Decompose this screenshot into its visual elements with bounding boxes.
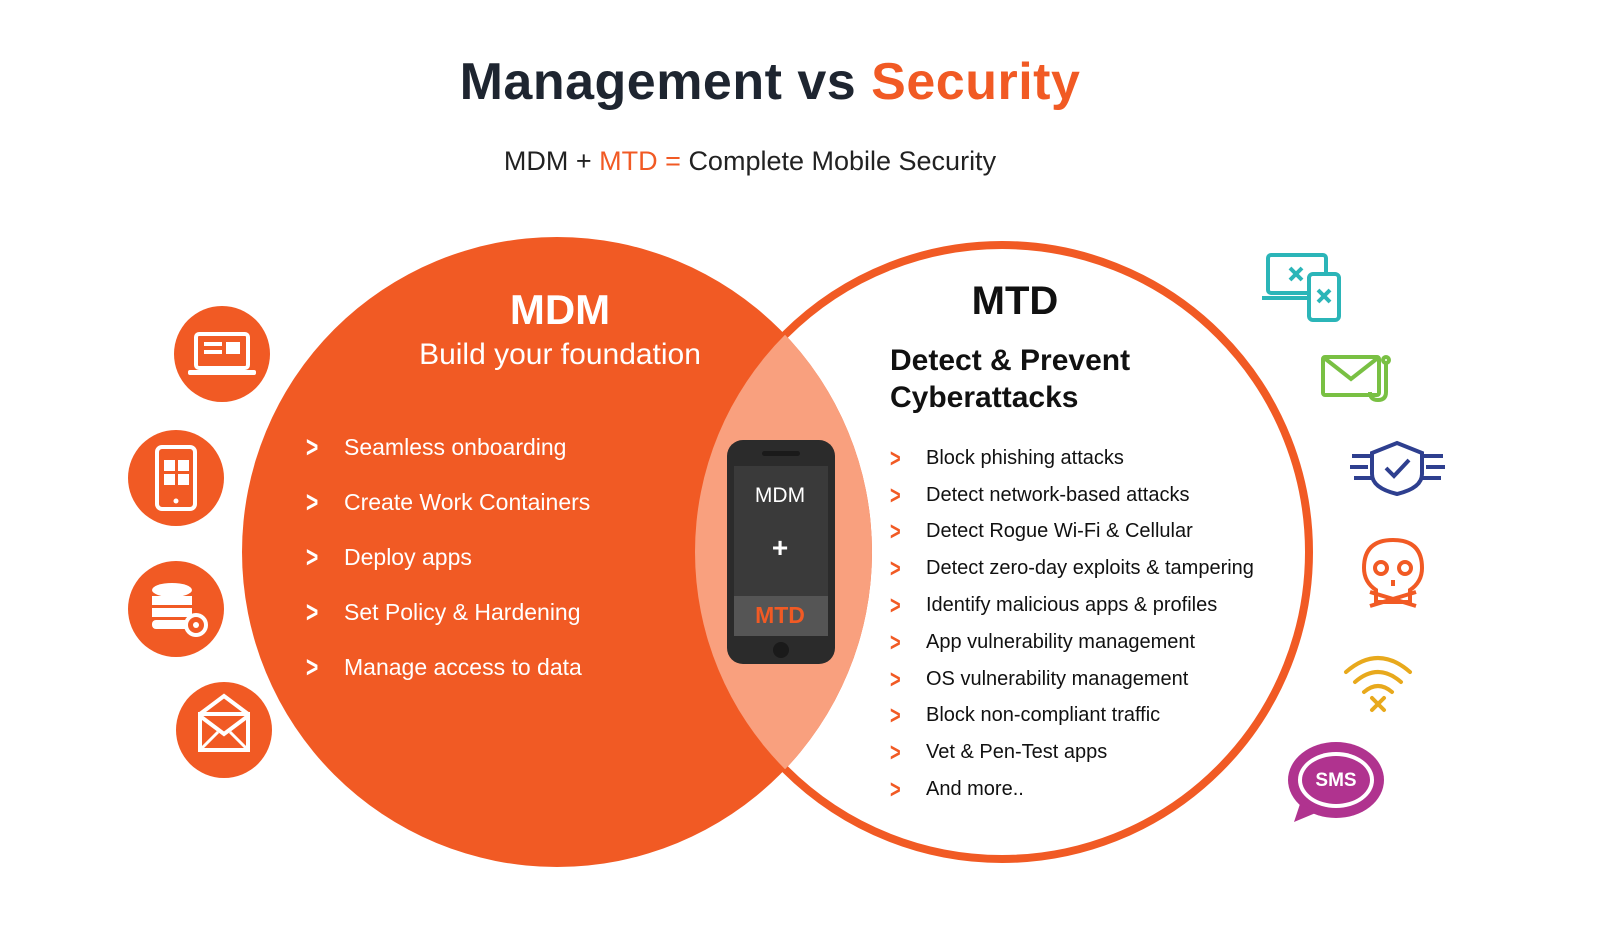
mtd-item-label: Detect Rogue Wi-Fi & Cellular [926,520,1193,543]
phone-label-mdm: MDM [754,484,806,507]
email-icon [176,682,272,778]
mdm-item-label: Manage access to data [344,654,582,680]
mtd-list-item: > And more.. [890,771,1254,808]
chevron-right-icon: > [890,590,901,621]
mdm-feature-list: > Seamless onboarding > Create Work Contai… [306,420,590,695]
subtitle-mdm: MDM + [503,146,600,176]
mtd-item-label: Vet & Pen-Test apps [926,741,1108,764]
mdm-item-label: Create Work Containers [344,489,591,515]
mtd-item-label: And more.. [926,778,1024,801]
sms-icon [1288,742,1384,822]
mtd-list-item: > Detect zero-day exploits & tampering [890,550,1254,587]
chevron-right-icon: > [890,663,901,694]
mdm-list-item: > Deploy apps [306,530,590,585]
chevron-right-icon: > [306,650,319,684]
mdm-circle [242,237,872,867]
mtd-subheading-line2: Cyberattacks [890,381,1079,414]
mtd-list-item: > OS vulnerability management [890,661,1254,698]
phishing-email-icon [1321,355,1391,403]
chevron-right-icon: > [306,540,319,574]
mdm-item-label: Seamless onboarding [344,434,567,460]
chevron-right-icon: > [890,774,901,805]
mdm-item-label: Deploy apps [344,544,472,570]
mtd-list-item: > Identify malicious apps & profiles [890,587,1254,624]
mdm-item-label: Set Policy & Hardening [344,599,581,625]
chevron-right-icon: > [890,553,901,584]
blocked-devices-icon [1262,253,1341,322]
chevron-right-icon: > [306,595,319,629]
chevron-right-icon: > [890,442,901,473]
tablet-apps-icon [128,430,224,526]
phone-label-plus: + [771,532,789,563]
chevron-right-icon: > [890,516,901,547]
mtd-item-label: Block phishing attacks [926,446,1124,469]
page-title: Management vs Security [0,52,1540,112]
mdm-heading: MDM [509,286,611,333]
mtd-item-label: OS vulnerability management [926,667,1189,690]
phone-illustration [727,440,835,664]
laptop-icon [174,306,270,402]
subtitle-rest: Complete Mobile Security [688,146,997,176]
shield-check-icon [1350,440,1445,497]
mtd-item-label: Detect zero-day exploits & tampering [926,557,1254,580]
mdm-subheading: Build your foundation [419,338,701,371]
mtd-list-item: > Detect Rogue Wi-Fi & Cellular [890,514,1254,551]
database-settings-icon [128,561,224,657]
mtd-list-item: > Vet & Pen-Test apps [890,734,1254,771]
chevron-right-icon: > [890,700,901,731]
mtd-list-item: > Block non-compliant traffic [890,698,1254,735]
mtd-item-label: App vulnerability management [926,630,1196,653]
mtd-list-item: > Block phishing attacks [890,440,1254,477]
page-subtitle: MDM + MTD = Complete Mobile Security [0,146,1500,177]
mtd-heading: MTD [971,279,1059,323]
mtd-subheading-line1: Detect & Prevent [890,344,1131,377]
mdm-list-item: > Set Policy & Hardening [306,585,590,640]
skull-icon [1361,537,1425,608]
mtd-feature-list: > Block phishing attacks > Detect network-… [890,440,1254,808]
mtd-item-label: Block non-compliant traffic [926,704,1161,727]
mdm-list-item: > Manage access to data [306,640,590,695]
sms-icon-label: SMS [1315,770,1357,791]
mdm-list-item: > Seamless onboarding [306,420,590,475]
chevron-right-icon: > [890,479,901,510]
mdm-list-item: > Create Work Containers [306,475,590,530]
mtd-item-label: Detect network-based attacks [926,483,1190,506]
chevron-right-icon: > [890,737,901,768]
mtd-list-item: > Detect network-based attacks [890,477,1254,514]
mtd-list-item: > App vulnerability management [890,624,1254,661]
chevron-right-icon: > [306,430,319,464]
title-part-security: Security [871,53,1081,111]
chevron-right-icon: > [890,626,901,657]
blocked-wifi-icon [1344,656,1412,712]
phone-label-mtd: MTD [755,602,805,628]
chevron-right-icon: > [306,485,319,519]
subtitle-mtd: MTD = [599,146,689,176]
mtd-item-label: Identify malicious apps & profiles [926,594,1218,617]
title-part-management: Management vs [459,53,872,111]
